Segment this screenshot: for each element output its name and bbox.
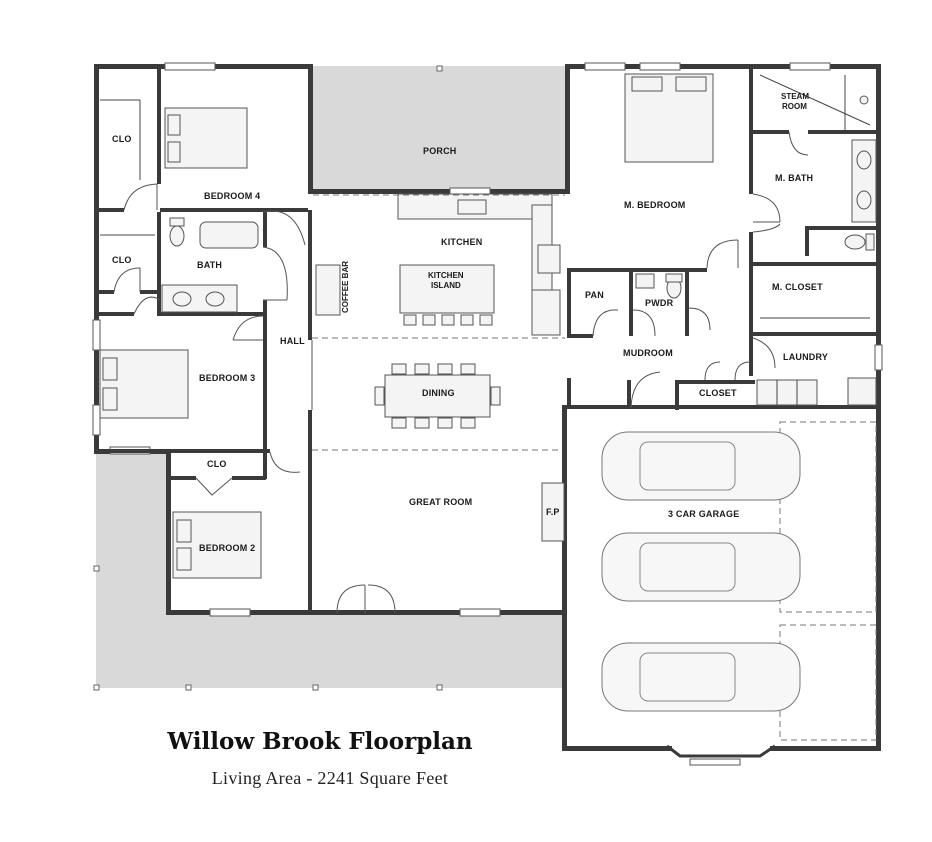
front-porch-area: [96, 451, 562, 688]
kitchen-island: [399, 264, 495, 326]
laundry-fixtures: [756, 377, 877, 406]
car-2: [601, 532, 801, 602]
label-clo3: CLO: [207, 459, 227, 469]
label-hall: HALL: [280, 336, 305, 346]
bed-m-bedroom: [624, 73, 714, 163]
pwdr-fixtures: [635, 273, 683, 299]
porch-area: [313, 66, 567, 192]
fireplace: [541, 482, 565, 542]
bed-bedroom2: [172, 511, 262, 579]
label-kitchen-island-1: KITCHEN: [428, 271, 464, 280]
car-1: [601, 431, 801, 501]
label-m-bath: M. BATH: [775, 173, 813, 183]
label-pan: PAN: [585, 290, 604, 300]
kitchen-counters: [315, 193, 561, 336]
plan-title: Willow Brook Floorplan: [167, 728, 473, 755]
label-porch: PORCH: [423, 146, 457, 156]
steam-room-fixtures: [759, 74, 871, 130]
label-great-room: GREAT ROOM: [409, 497, 472, 507]
m-bath-fixtures: [844, 139, 877, 251]
label-kitchen: KITCHEN: [441, 237, 482, 247]
label-pwdr: PWDR: [645, 298, 674, 308]
label-steam-room-1: STEAM: [781, 92, 809, 101]
label-mudroom: MUDROOM: [623, 348, 673, 358]
label-bedroom3: BEDROOM 3: [199, 373, 255, 383]
label-bath: BATH: [197, 260, 222, 270]
label-laundry: LAUNDRY: [783, 352, 828, 362]
label-clo2: CLO: [112, 255, 132, 265]
interior-walls: [94, 64, 881, 615]
label-fp: F.P: [546, 507, 560, 517]
porch-posts: [93, 65, 443, 691]
label-dining: DINING: [422, 388, 455, 398]
bed-bedroom4: [164, 107, 248, 169]
label-closet: CLOSET: [699, 388, 737, 398]
label-bedroom4: BEDROOM 4: [204, 191, 260, 201]
label-garage: 3 CAR GARAGE: [668, 509, 739, 519]
plan-subtitle: Living Area - 2241 Square Feet: [211, 768, 449, 788]
car-3: [601, 642, 801, 712]
door-swings: [113, 131, 809, 614]
label-steam-room-2: ROOM: [782, 102, 807, 111]
bath-fixtures: [161, 217, 259, 313]
bed-bedroom3: [99, 349, 189, 419]
label-clo1: CLO: [112, 134, 132, 144]
windows: [92, 62, 883, 766]
dining-table: [374, 363, 501, 429]
label-m-closet: M. CLOSET: [772, 282, 823, 292]
label-kitchen-island-2: ISLAND: [431, 281, 461, 290]
label-bedroom2: BEDROOM 2: [199, 543, 255, 553]
label-coffee-bar: COFFEE BAR: [341, 261, 350, 313]
label-m-bedroom: M. BEDROOM: [624, 200, 686, 210]
